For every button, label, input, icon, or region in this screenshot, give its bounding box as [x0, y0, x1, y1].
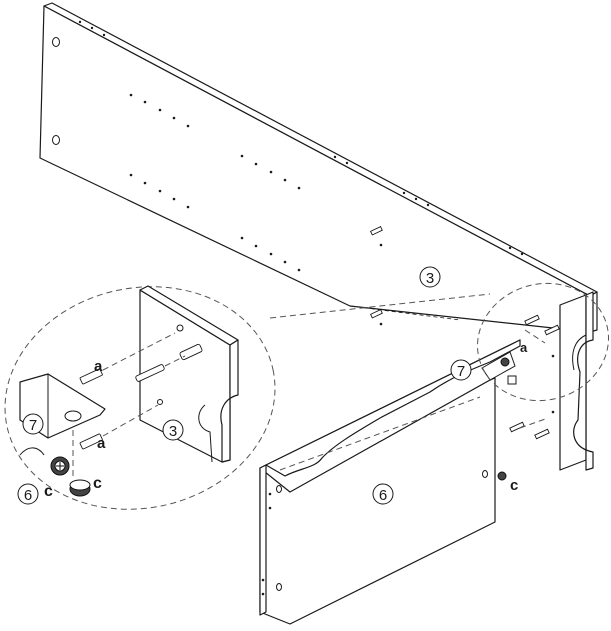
detail-cam-lock	[50, 430, 91, 497]
callout-ellipse-small	[477, 282, 609, 402]
detail-label-c-lock: c	[44, 483, 53, 500]
svg-text:3: 3	[426, 270, 434, 287]
back-panel-shelf-holes	[129, 93, 301, 272]
detail-cam-bolt	[135, 343, 203, 382]
detail-label-a-bottom: a	[97, 435, 106, 452]
joint-hardware-right	[497, 314, 560, 481]
svg-text:7: 7	[457, 363, 465, 380]
front-panel-holes	[261, 470, 488, 596]
detail-label-a-top: a	[94, 358, 103, 375]
hardware-label-a-right: a	[520, 340, 528, 355]
detail-dowel-a-bottom	[79, 404, 159, 450]
side-panel-right	[559, 291, 594, 471]
detail-dowel-a-top	[79, 332, 176, 385]
detail-label-3: 3	[162, 419, 184, 441]
back-panel-edge-holes	[78, 20, 524, 256]
svg-text:3: 3	[169, 423, 177, 440]
detail-callout: 7 6 3 a a c c	[4, 285, 276, 510]
svg-text:7: 7	[29, 417, 37, 434]
part-label-7: 7	[450, 359, 472, 381]
detail-label-6: 6	[17, 483, 39, 505]
part-label-6: 6	[372, 483, 394, 505]
hardware-label-c-right: c	[510, 477, 518, 494]
svg-text:6: 6	[379, 487, 387, 504]
callout-connector-top	[269, 293, 491, 319]
front-panel	[259, 339, 521, 625]
detail-label-7: 7	[22, 413, 44, 435]
callout-connector-bottom	[279, 396, 481, 471]
back-panel-dowels	[370, 226, 383, 326]
svg-text:6: 6	[24, 487, 32, 504]
back-panel-face-holes	[52, 37, 60, 145]
detail-label-c-cam: c	[93, 475, 102, 492]
back-panel	[39, 2, 598, 333]
part-label-3: 3	[419, 266, 441, 288]
